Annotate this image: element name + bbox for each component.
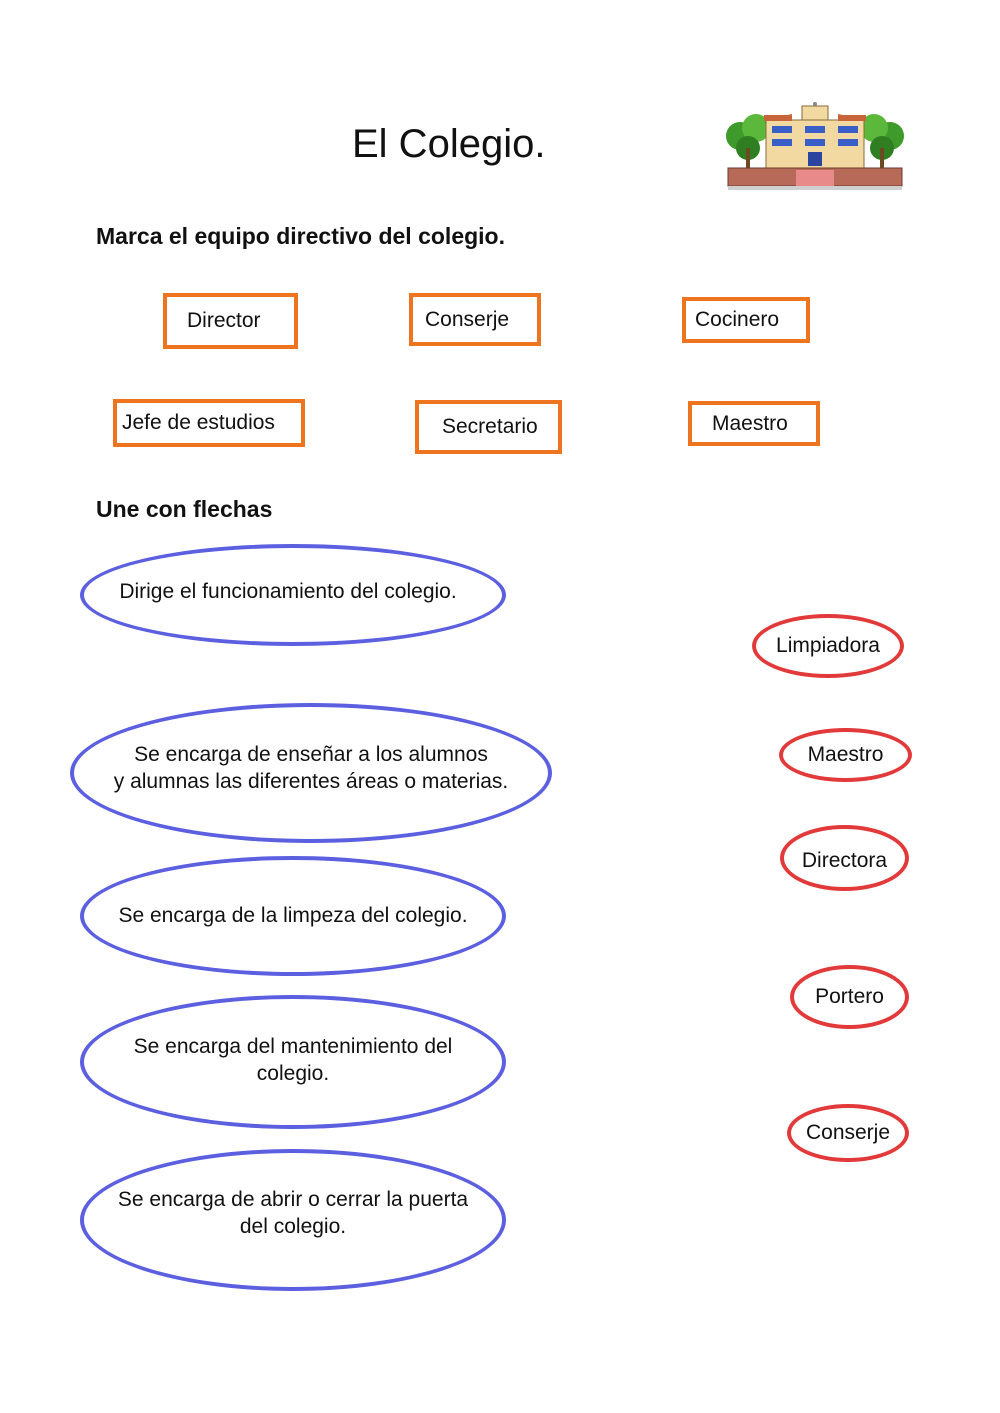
option-label: Cocinero xyxy=(695,308,780,331)
description-oval[interactable]: Se encarga de enseñar a los alumnos y al… xyxy=(70,703,552,843)
section-heading-mark: Marca el equipo directivo del colegio. xyxy=(96,223,505,249)
description-oval[interactable]: Se encarga del mantenimiento del colegio… xyxy=(80,995,506,1129)
description-oval[interactable]: Dirige el funcionamiento del colegio. xyxy=(80,544,506,646)
option-conserje[interactable]: Conserje xyxy=(409,293,541,346)
section-heading-match: Une con flechas xyxy=(96,496,273,522)
page-title: El Colegio. xyxy=(352,122,546,166)
description-text: Se encarga de la limpeza del colegio. xyxy=(118,903,468,927)
option-cocinero[interactable]: Cocinero xyxy=(682,297,810,343)
role-oval-portero[interactable]: Portero xyxy=(790,965,909,1029)
role-label: Conserje xyxy=(805,1121,891,1144)
role-oval-maestro[interactable]: Maestro xyxy=(779,728,912,782)
option-secretario[interactable]: Secretario xyxy=(415,400,562,454)
description-text: Se encarga de abrir o cerrar la puerta d… xyxy=(117,1188,469,1238)
option-label: Director xyxy=(187,309,261,332)
option-label: Conserje xyxy=(425,307,510,331)
option-maestro[interactable]: Maestro xyxy=(688,401,820,446)
description-oval[interactable]: Se encarga de abrir o cerrar la puerta d… xyxy=(80,1149,506,1291)
option-director[interactable]: Director xyxy=(163,293,298,349)
school-building-icon xyxy=(726,102,904,190)
role-oval-limpiadora[interactable]: Limpiadora xyxy=(752,614,904,678)
description-oval[interactable]: Se encarga de la limpeza del colegio. xyxy=(80,856,506,976)
role-label: Directora xyxy=(801,849,888,872)
description-text: Se encarga de enseñar a los alumnos y al… xyxy=(113,743,509,793)
option-label: Jefe de estudios xyxy=(122,411,275,434)
option-label: Maestro xyxy=(712,411,788,435)
role-label: Portero xyxy=(815,985,884,1008)
option-label: Secretario xyxy=(442,415,538,438)
option-jefe-de-estudios[interactable]: Jefe de estudios xyxy=(113,399,305,447)
school-building-image xyxy=(726,98,904,192)
role-label: Maestro xyxy=(807,743,884,766)
role-oval-conserje[interactable]: Conserje xyxy=(787,1104,909,1162)
role-label: Limpiadora xyxy=(776,634,880,657)
role-oval-directora[interactable]: Directora xyxy=(780,825,909,891)
description-text: Dirige el funcionamiento del colegio. xyxy=(119,579,457,603)
description-text: Se encarga del mantenimiento del colegio… xyxy=(133,1034,453,1085)
